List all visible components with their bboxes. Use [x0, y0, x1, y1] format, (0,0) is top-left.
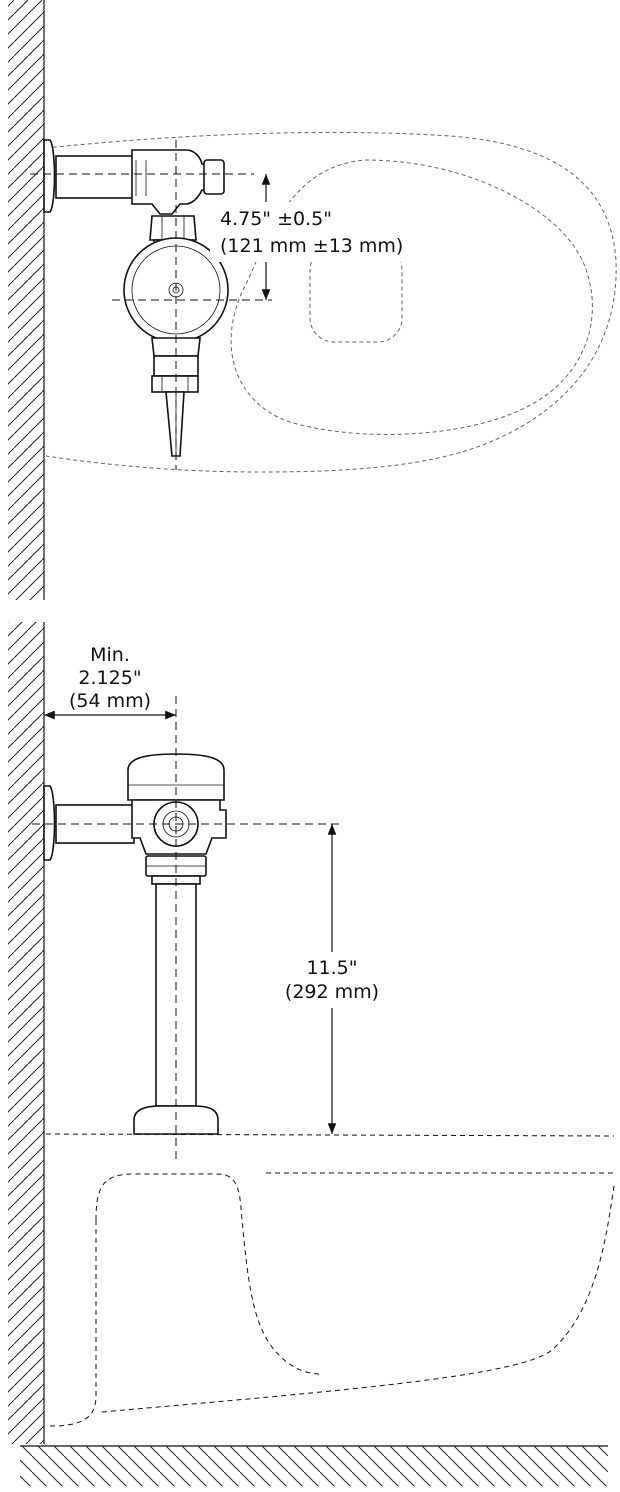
supply-pipe-top — [55, 155, 135, 199]
handle-top — [165, 391, 185, 457]
dim-label-min-line1: Min. — [90, 644, 130, 666]
dim-label-top-line1: 4.75" ±0.5" — [220, 208, 332, 230]
bowl-rim-side — [45, 1133, 615, 1137]
wall-hatch-side — [8, 622, 44, 1444]
dim-label-top-line2: (121 mm ±13 mm) — [220, 235, 403, 257]
hex-nut-top — [149, 215, 197, 241]
valve-body-top — [131, 149, 215, 215]
bowl-outline-top — [45, 131, 617, 473]
top-view: 4.75" ±0.5" (121 mm ±13 mm) — [8, 0, 617, 600]
stop-cap-top — [203, 159, 225, 195]
bowl-inner-side — [95, 1173, 321, 1375]
supply-pipe-side — [55, 804, 135, 844]
bowl-outer-side — [101, 1185, 615, 1413]
dim-label-height-line2: (292 mm) — [285, 981, 379, 1003]
coupling-nut-top — [151, 375, 199, 393]
side-view: Min. 2.125" (54 mm) 11.5 — [8, 622, 615, 1486]
bowl-base-side — [46, 1220, 97, 1427]
dim-label-min-line3: (54 mm) — [69, 690, 151, 712]
dim-label-min-line2: 2.125" — [78, 667, 141, 689]
dim-label-height-line1: 11.5" — [306, 957, 357, 979]
wall-hatch-top — [8, 0, 44, 600]
wall-flange-side — [43, 785, 56, 861]
floor-hatch — [20, 1446, 608, 1486]
wall-flange-top — [43, 139, 56, 213]
bowl-inner-outline-top — [230, 159, 593, 435]
